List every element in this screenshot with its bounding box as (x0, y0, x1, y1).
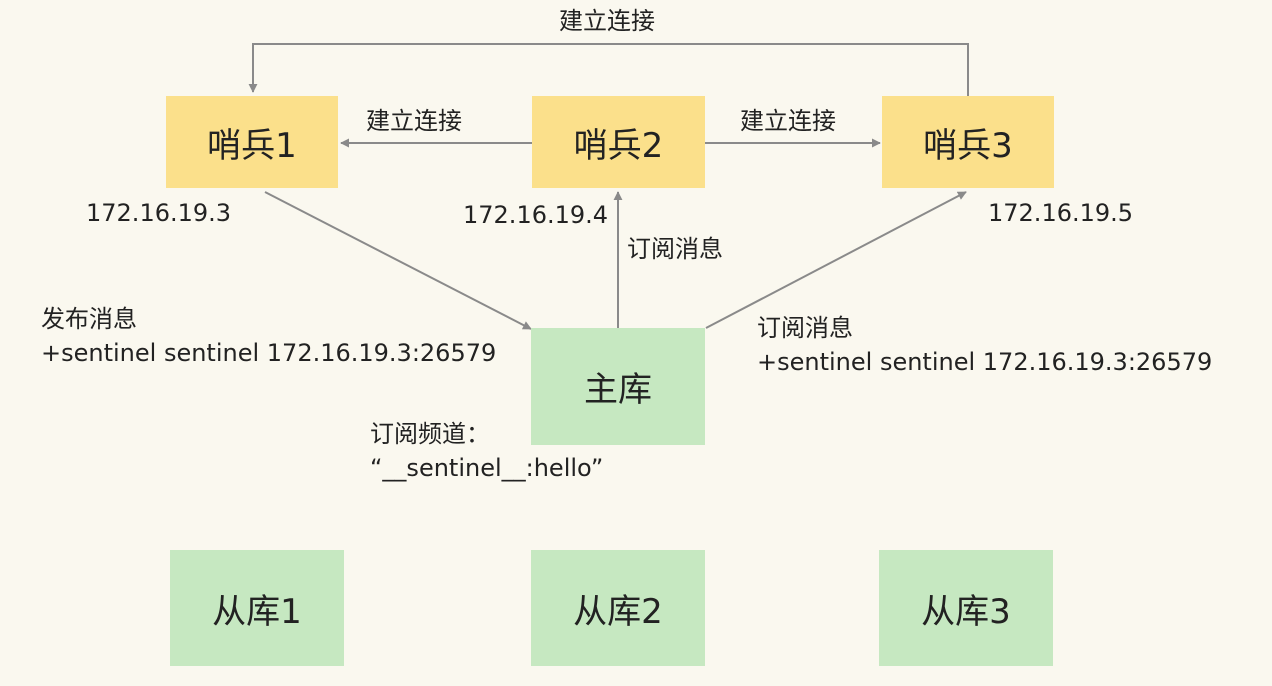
sentinel-node-1-label: 哨兵1 (207, 125, 297, 166)
replica-node-1: 从库1 (170, 550, 344, 666)
master-node-label: 主库 (584, 370, 652, 410)
sentinel-node-1: 哨兵1 (166, 96, 338, 188)
connect-label-top: 建立连接 (559, 7, 655, 35)
edge-sentinel3-to-sentinel1 (248, 43, 969, 96)
subscribe-right-title: 订阅消息 (757, 314, 853, 342)
sentinel-node-2-label: 哨兵2 (573, 125, 664, 166)
subscribe-label-middle: 订阅消息 (627, 235, 723, 263)
publish-title: 发布消息 (41, 305, 137, 333)
sentinel-3-ip: 172.16.19.5 (988, 199, 1134, 227)
publish-message: +sentinel sentinel 172.16.19.3:26579 (41, 339, 497, 367)
master-node: 主库 (531, 328, 705, 445)
edge-sentinel1-to-master (264, 191, 532, 330)
subscribe-right-message: +sentinel sentinel 172.16.19.3:26579 (757, 348, 1213, 376)
sentinel-1-ip: 172.16.19.3 (86, 199, 232, 227)
sentinel-node-3: 哨兵3 (882, 96, 1054, 188)
channel-title: 订阅频道： (370, 420, 490, 448)
channel-name: “__sentinel__:hello” (370, 454, 604, 482)
replica-node-2: 从库2 (531, 550, 705, 666)
sentinel-node-3-label: 哨兵3 (923, 125, 1013, 166)
connect-label-left: 建立连接 (366, 107, 462, 135)
replica-node-2-label: 从库2 (573, 591, 663, 632)
edge-master-to-sentinel3 (705, 191, 967, 329)
sentinel-2-ip: 172.16.19.4 (463, 201, 609, 229)
sentinel-node-2: 哨兵2 (532, 96, 705, 188)
connect-label-right: 建立连接 (740, 107, 836, 135)
replica-node-3-label: 从库3 (921, 591, 1011, 632)
replica-node-3: 从库3 (879, 550, 1053, 666)
replica-node-1-label: 从库1 (212, 591, 302, 632)
